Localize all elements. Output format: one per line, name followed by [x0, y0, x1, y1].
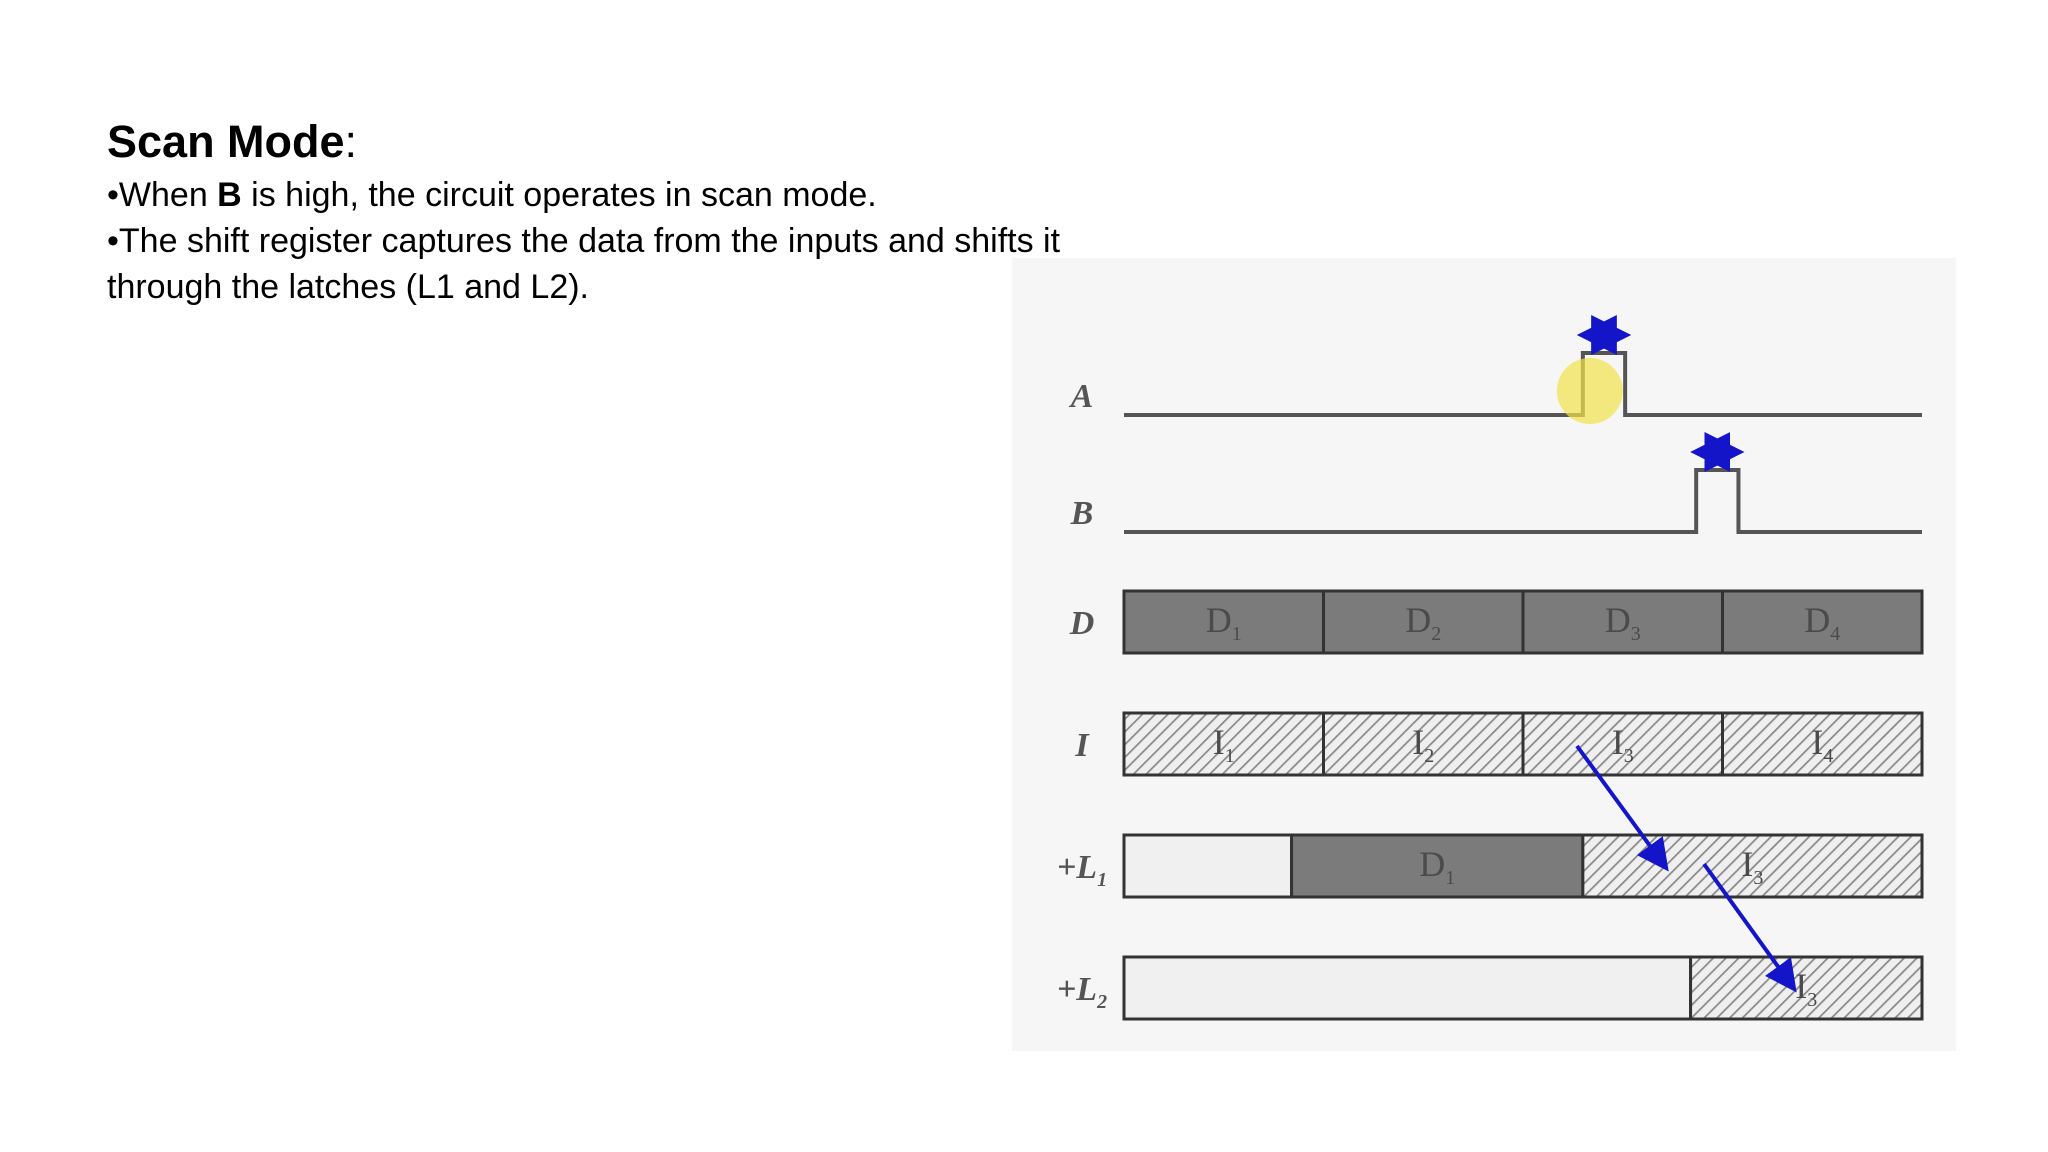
segment-label: I3 — [1741, 844, 1763, 889]
bus-segment — [1721, 711, 1924, 777]
bullet-text: The shift register captures the data fro… — [107, 222, 1061, 306]
signal-b: B — [1070, 468, 1922, 534]
bus-segment — [1122, 955, 1693, 1021]
signal-plus-l1: +L1 D1 I3 — [1057, 833, 1924, 899]
signal-d: D D1 D2 D3 D4 — [1069, 589, 1924, 655]
signal-label: +L1 — [1057, 849, 1107, 891]
segment-label: I3 — [1795, 966, 1817, 1011]
bus-segment — [1290, 833, 1585, 899]
signal-plus-l2: +L2 I3 — [1057, 955, 1924, 1021]
segment-label: I3 — [1612, 722, 1634, 767]
bus-segment — [1721, 589, 1924, 655]
bullet-marker: • — [107, 176, 119, 214]
segment-label: D3 — [1605, 600, 1641, 645]
segment-label: D4 — [1804, 600, 1840, 645]
signal-label: B — [1070, 495, 1094, 532]
segment-label: I1 — [1213, 722, 1235, 767]
signal-label: I — [1074, 727, 1090, 764]
signal-label: A — [1069, 378, 1094, 415]
bus-segment — [1122, 833, 1294, 899]
bullet-bold-text: B — [217, 176, 242, 214]
signal-i: I I1 I2 I3 I4 — [1074, 711, 1924, 777]
bus-segment — [1122, 711, 1325, 777]
signal-label: +L2 — [1057, 971, 1107, 1013]
signal-label: D — [1069, 605, 1095, 642]
bullet-marker: • — [107, 222, 119, 260]
slide-title-text: Scan Mode — [107, 116, 345, 167]
cursor-highlight — [1556, 358, 1623, 424]
bullet-shift-register: •The shift register captures the data fr… — [107, 218, 1127, 310]
segment-label: D1 — [1206, 600, 1242, 645]
bullet-text: When — [118, 176, 218, 214]
segment-label: I4 — [1811, 722, 1833, 767]
slide-title: Scan Mode: — [107, 112, 1127, 172]
bullet-scan-mode: •When B is high, the circuit operates in… — [107, 172, 1127, 218]
segment-label: D1 — [1419, 844, 1455, 889]
bullet-text: is high, the circuit operates in scan mo… — [241, 176, 877, 214]
slide-title-colon: : — [344, 116, 358, 167]
flow-arrow-l1-to-l2 — [1702, 862, 1797, 993]
slide-text-block: Scan Mode: •When B is high, the circuit … — [107, 112, 1127, 310]
signal-a: A — [1069, 351, 1922, 424]
segment-label: D2 — [1405, 600, 1441, 645]
segment-label: I2 — [1412, 722, 1434, 767]
bus-segment — [1521, 589, 1724, 655]
pulse-waveform — [1124, 351, 1922, 417]
bus-segment — [1122, 589, 1325, 655]
pulse-waveform — [1124, 468, 1922, 534]
flow-arrow-i3-to-l1 — [1575, 744, 1669, 872]
bus-segment — [1689, 955, 1924, 1021]
bus-segment — [1322, 711, 1525, 777]
